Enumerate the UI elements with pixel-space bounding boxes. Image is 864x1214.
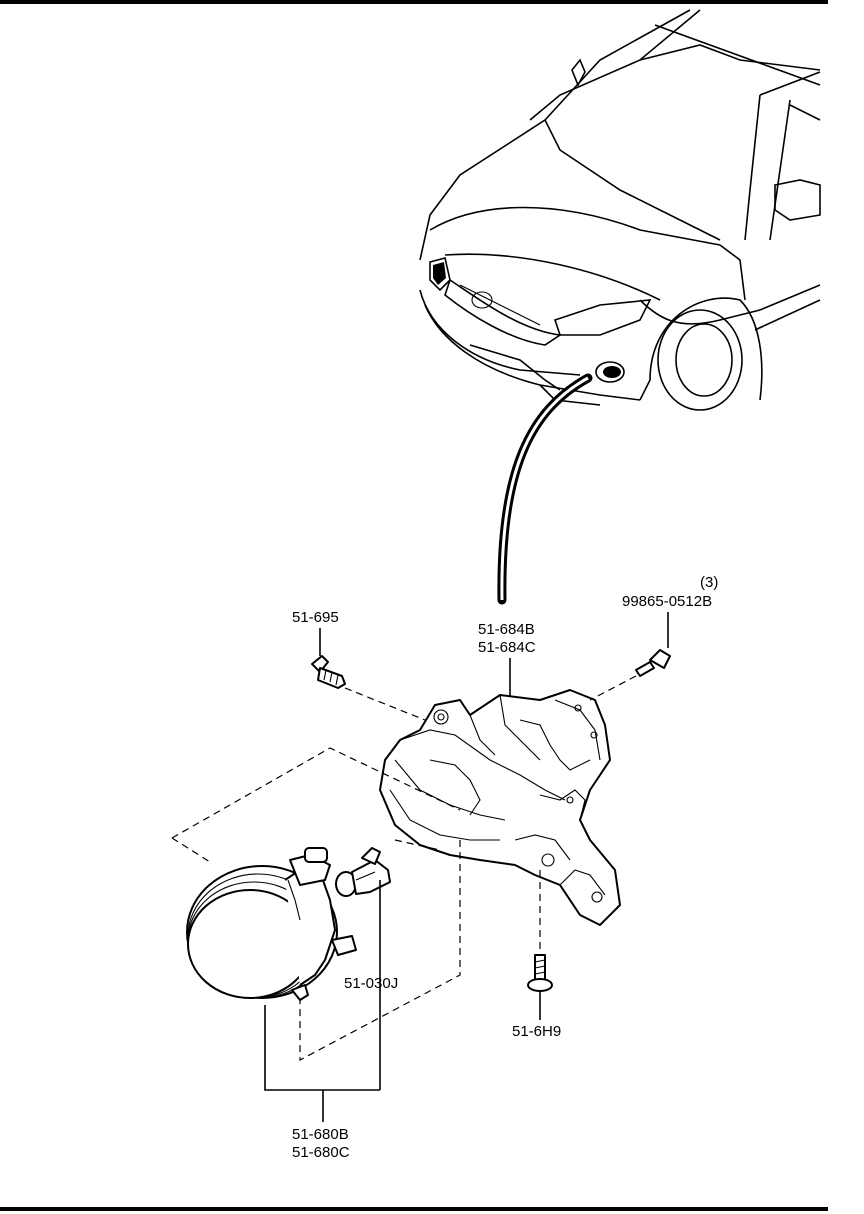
bolt-51-695 — [311, 655, 346, 689]
label-lamp-c: 51-680C — [292, 1144, 350, 1161]
vehicle-illustration — [419, 9, 821, 411]
callout-curve — [497, 373, 593, 605]
bracket — [379, 689, 621, 926]
label-bolt-top: 51-695 — [292, 609, 339, 626]
top-border — [0, 0, 828, 4]
label-bulb: 51-030J — [344, 975, 398, 992]
fog-lamp — [186, 847, 357, 1001]
label-bracket-b: 51-684B — [478, 621, 535, 638]
assembly-lines — [171, 675, 637, 1061]
bulb — [335, 847, 391, 897]
leader-lines — [264, 612, 669, 1122]
screw-51-6H9 — [527, 954, 553, 992]
label-screw-part: 99865-0512B — [622, 593, 712, 610]
label-screw-qty: (3) — [700, 574, 718, 591]
screw-99865 — [635, 649, 671, 677]
label-lamp-b: 51-680B — [292, 1126, 349, 1143]
bottom-border — [0, 1207, 828, 1211]
label-screw-bottom: 51-6H9 — [512, 1023, 561, 1040]
label-bracket-c: 51-684C — [478, 639, 536, 656]
